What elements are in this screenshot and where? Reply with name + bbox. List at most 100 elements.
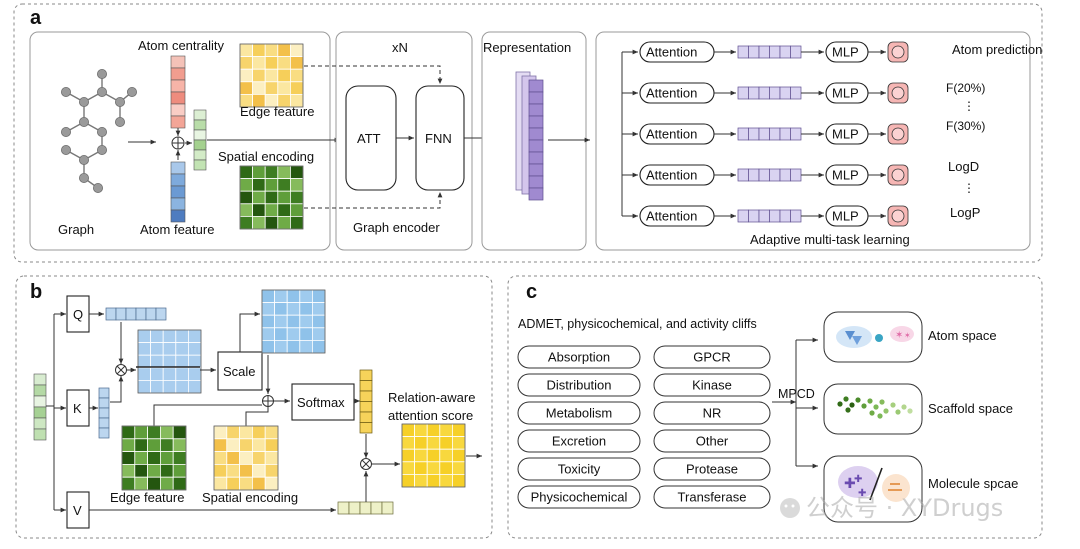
- grid-cell: [414, 473, 428, 488]
- atom-feature-label: Atom feature: [140, 222, 214, 237]
- atom-centrality-vector: [170, 55, 186, 129]
- grid-cell: [226, 438, 241, 452]
- grid-cell: [252, 81, 266, 95]
- grid-cell: [451, 436, 466, 450]
- grid-cell: [213, 438, 228, 452]
- task-category-item: GPCR: [653, 345, 771, 369]
- grid-cell: [264, 68, 279, 83]
- panel-c: c ADMET, physicochemical, and activity c…: [507, 275, 1043, 539]
- task-embedding-cell: [769, 86, 781, 100]
- vector-cell: [98, 427, 110, 439]
- grid-cell: [264, 43, 279, 58]
- grid-cell: [213, 476, 228, 491]
- scaled-score-grid: [261, 289, 326, 354]
- grid-cell: [414, 423, 428, 438]
- svg-text:✚: ✚: [854, 474, 862, 485]
- grid-cell: [414, 461, 428, 475]
- attention-label: Attention: [646, 86, 697, 101]
- grid-cell: [264, 81, 279, 95]
- task-embedding-cell: [790, 86, 802, 100]
- grid-cell: [147, 451, 161, 465]
- grid-cell: [289, 81, 304, 95]
- vector-cell: [370, 501, 383, 515]
- grid-cell: [401, 423, 416, 438]
- grid-cell: [274, 302, 288, 316]
- grid-cell: [134, 438, 149, 452]
- grid-cell: [159, 438, 174, 452]
- grid-cell: [134, 476, 149, 491]
- grid-cell: [401, 473, 416, 488]
- grid-cell: [147, 425, 161, 440]
- task-category-item: Metabolism: [517, 401, 641, 425]
- task-category-label: Protease: [686, 462, 738, 477]
- grid-cell: [162, 379, 177, 394]
- grid-cell: [159, 476, 174, 491]
- spatial-encoding-grid-b: [213, 425, 279, 491]
- grid-cell: [286, 289, 301, 304]
- vector-cell: [528, 151, 544, 165]
- task-embedding-cell: [790, 45, 802, 59]
- grid-cell: [289, 178, 304, 192]
- task-category-item: NR: [653, 401, 771, 425]
- task-category-label: GPCR: [693, 350, 731, 365]
- grid-cell: [252, 68, 266, 83]
- panel-b: b Q K V: [15, 275, 493, 539]
- grid-cell: [264, 190, 279, 205]
- grid-cell: [439, 436, 453, 450]
- vector-cell: [359, 369, 373, 381]
- grid-cell: [439, 448, 453, 463]
- grid-cell: [239, 215, 254, 230]
- task-category-item: Kinase: [653, 373, 771, 397]
- key-vector: [98, 387, 110, 439]
- vector-cell: [359, 501, 372, 515]
- grid-cell: [175, 329, 189, 344]
- scaffold-space-label: Scaffold space: [928, 401, 1013, 416]
- task-category-label: NR: [703, 406, 722, 421]
- output-ellipsis-1: ⋮: [963, 99, 975, 113]
- edge-to-fnn-arrow: [304, 65, 443, 84]
- grid-cell: [289, 68, 304, 83]
- fnn-label: FNN: [425, 131, 452, 146]
- attention-label: Attention: [646, 168, 697, 183]
- adaptive-mtl-label: Adaptive multi-task learning: [750, 232, 910, 247]
- vector-cell: [359, 411, 373, 423]
- grid-cell: [187, 342, 202, 356]
- attention-label: Attention: [646, 127, 697, 142]
- mlp-label: MLP: [832, 86, 859, 101]
- grid-cell: [172, 425, 187, 440]
- grid-cell: [226, 476, 241, 491]
- vector-cell: [105, 307, 117, 321]
- grid-cell: [414, 436, 428, 450]
- task-embedding-cell: [748, 168, 760, 182]
- task-embedding-cell: [790, 127, 802, 141]
- grid-cell: [134, 451, 149, 465]
- grid-cell: [239, 43, 254, 58]
- grid-cell: [251, 438, 266, 452]
- grid-cell: [213, 425, 228, 440]
- grid-cell: [264, 476, 279, 491]
- task-embedding-cell: [779, 209, 791, 223]
- task-embedding-cell: [790, 168, 802, 182]
- grid-cell: [289, 190, 304, 205]
- grid-cell: [121, 438, 136, 452]
- vector-cell: [528, 175, 544, 189]
- task-embedding-cell: [737, 168, 749, 182]
- task-category-item: Transferase: [653, 485, 771, 509]
- grid-cell: [277, 190, 291, 205]
- edge-feature-grid: [239, 43, 304, 108]
- vector-cell: [528, 139, 544, 153]
- vector-cell: [359, 380, 373, 392]
- grid-cell: [159, 425, 174, 440]
- spatial-encoding-label: Spatial encoding: [218, 149, 314, 164]
- scale-label: Scale: [223, 364, 256, 379]
- task-category-item: Excretion: [517, 429, 641, 453]
- grid-cell: [134, 425, 149, 440]
- vector-cell: [125, 307, 137, 321]
- task-embedding-cell: [769, 168, 781, 182]
- graph-label: Graph: [58, 222, 94, 237]
- grid-cell: [439, 461, 453, 475]
- grid-cell: [239, 476, 253, 491]
- task-embedding-cell: [769, 127, 781, 141]
